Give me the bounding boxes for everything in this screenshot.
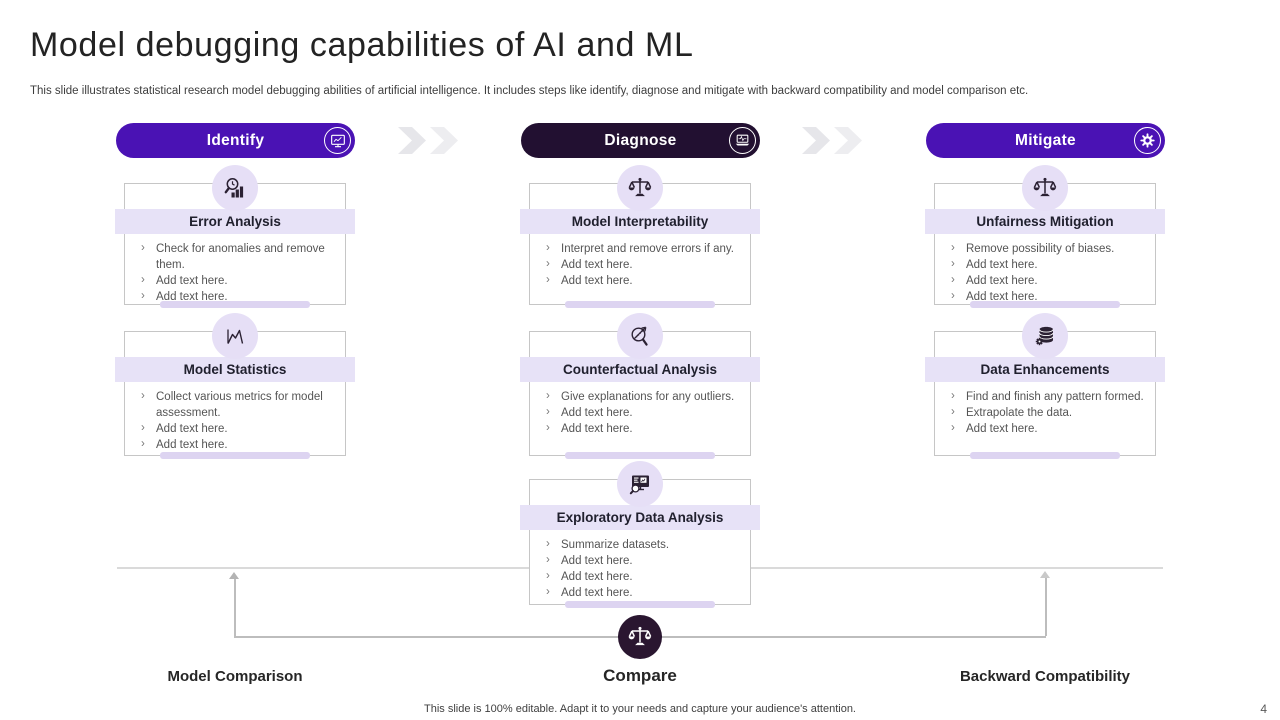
label-model-comparison: Model Comparison <box>167 668 303 685</box>
page-title: Model debugging capabilities of AI and M… <box>30 26 694 64</box>
bullet-list: Find and finish any pattern formed. Extr… <box>949 388 1145 437</box>
double-chevron-right-icon <box>800 127 866 159</box>
footer-note: This slide is 100% editable. Adapt it to… <box>424 703 856 715</box>
balance-scale-icon <box>1022 165 1068 211</box>
laptop-pulse-icon <box>729 127 756 154</box>
stage-pill-identify: Identify <box>116 123 355 158</box>
bullet-item: Add text here. <box>544 584 740 601</box>
card-model-interpretability: Model Interpretability Interpret and rem… <box>520 165 760 308</box>
bullet-item: Summarize datasets. <box>544 536 740 553</box>
stage-pill-diagnose: Diagnose <box>521 123 760 158</box>
bullet-list: Summarize datasets. Add text here. Add t… <box>544 536 740 601</box>
card-shadow-decor <box>565 301 715 308</box>
card-counterfactual-analysis: Counterfactual Analysis Give explanation… <box>520 313 760 459</box>
bullet-item: Add text here. <box>544 568 740 585</box>
bullet-item: Interpret and remove errors if any. <box>544 240 740 257</box>
card-exploratory-data-analysis: Exploratory Data Analysis Summarize data… <box>520 461 760 608</box>
card-title: Counterfactual Analysis <box>520 357 760 382</box>
stage-label: Mitigate <box>1015 131 1076 149</box>
stage-label: Identify <box>206 131 265 149</box>
card-title: Data Enhancements <box>925 357 1165 382</box>
card-shadow-decor <box>160 301 310 308</box>
card-error-analysis: Error Analysis Check for anomalies and r… <box>115 165 355 308</box>
bullet-item: Add text here. <box>139 420 335 437</box>
label-compare: Compare <box>603 666 677 685</box>
bullet-list: Remove possibility of biases. Add text h… <box>949 240 1145 305</box>
magnifier-bars-icon <box>212 165 258 211</box>
bullet-list: Check for anomalies and remove them. Add… <box>139 240 335 305</box>
database-gear-icon <box>1022 313 1068 359</box>
bullet-list: Give explanations for any outliers. Add … <box>544 388 740 437</box>
balance-scale-icon <box>627 624 653 650</box>
bullet-item: Add text here. <box>949 256 1145 273</box>
page-number: 4 <box>1260 702 1267 716</box>
bullet-item: Add text here. <box>949 288 1145 305</box>
bullet-item: Add text here. <box>139 288 335 305</box>
bullet-item: Add text here. <box>139 436 335 453</box>
monitor-chart-icon <box>324 127 351 154</box>
card-unfairness-mitigation: Unfairness Mitigation Remove possibility… <box>925 165 1165 308</box>
card-title: Model Interpretability <box>520 209 760 234</box>
page-subtitle: This slide illustrates statistical resea… <box>30 85 1029 97</box>
card-title: Unfairness Mitigation <box>925 209 1165 234</box>
bullet-item: Add text here. <box>544 272 740 289</box>
bullet-list: Collect various metrics for model assess… <box>139 388 335 453</box>
bullet-item: Remove possibility of biases. <box>949 240 1145 257</box>
stage-pill-mitigate: Mitigate <box>926 123 1165 158</box>
card-shadow-decor <box>970 452 1120 459</box>
balance-scale-icon <box>617 165 663 211</box>
card-title: Exploratory Data Analysis <box>520 505 760 530</box>
compare-circle <box>618 615 662 659</box>
bullet-item: Collect various metrics for model assess… <box>139 388 335 421</box>
card-title: Model Statistics <box>115 357 355 382</box>
arrow-up-icon <box>1040 571 1050 578</box>
bullet-item: Add text here. <box>544 404 740 421</box>
card-shadow-decor <box>970 301 1120 308</box>
card-shadow-decor <box>565 452 715 459</box>
magnifier-arrow-icon <box>617 313 663 359</box>
bullet-item: Add text here. <box>544 256 740 273</box>
bullet-item: Extrapolate the data. <box>949 404 1145 421</box>
connector-line-right <box>1045 578 1047 636</box>
double-chevron-right-icon <box>396 127 462 159</box>
line-chart-icon <box>212 313 258 359</box>
bullet-item: Add text here. <box>949 420 1145 437</box>
gear-icon <box>1134 127 1161 154</box>
card-data-enhancements: Data Enhancements Find and finish any pa… <box>925 313 1165 459</box>
bullet-item: Add text here. <box>949 272 1145 289</box>
monitor-magnifier-icon <box>617 461 663 507</box>
card-title: Error Analysis <box>115 209 355 234</box>
card-model-statistics: Model Statistics Collect various metrics… <box>115 313 355 459</box>
bullet-item: Add text here. <box>544 552 740 569</box>
bullet-item: Give explanations for any outliers. <box>544 388 740 405</box>
card-shadow-decor <box>160 452 310 459</box>
bullet-item: Add text here. <box>544 420 740 437</box>
bullet-list: Interpret and remove errors if any. Add … <box>544 240 740 289</box>
card-shadow-decor <box>565 601 715 608</box>
label-backward-compatibility: Backward Compatibility <box>959 668 1131 685</box>
bullet-item: Find and finish any pattern formed. <box>949 388 1145 405</box>
bullet-item: Add text here. <box>139 272 335 289</box>
bullet-item: Check for anomalies and remove them. <box>139 240 335 273</box>
connector-line-left <box>234 579 236 636</box>
arrow-up-icon <box>229 572 239 579</box>
stage-label: Diagnose <box>604 131 677 149</box>
